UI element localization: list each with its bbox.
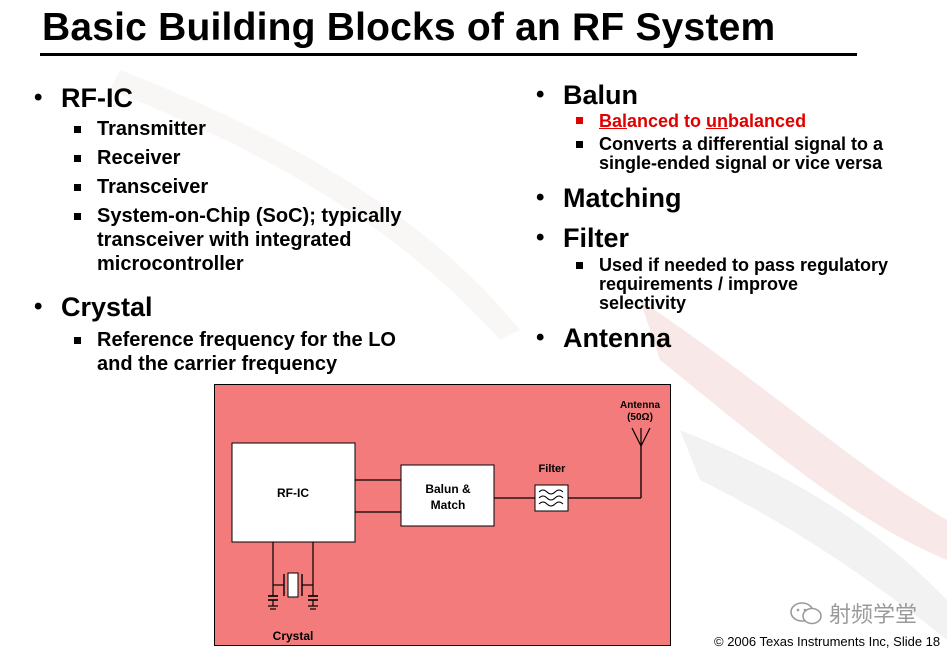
item-crystal-desc: Reference frequency for the LO and the c… (74, 328, 401, 376)
rf-system-diagram: RF-IC Balun & Match Filter Antenna (50Ω) (214, 384, 671, 646)
rf-ic-block-label: RF-IC (277, 486, 309, 500)
matching-heading: Matching (563, 183, 682, 213)
filter-heading: Filter (563, 223, 630, 253)
antenna-label-line1: Antenna (620, 400, 660, 411)
copyright-footer: © 2006 Texas Instruments Inc, Slide 18 (714, 634, 941, 649)
balun-block-label-line1: Balun & (425, 482, 471, 496)
title-underline (40, 53, 857, 56)
item-balun-description: Converts a differential signal to a sing… (576, 135, 888, 173)
bullet-square (74, 213, 81, 220)
bullet-rf-ic: • RF-IC (34, 83, 401, 113)
bullet-matching: • Matching (536, 183, 888, 213)
bullet-dot: • (536, 81, 545, 108)
capacitor-right-icon (308, 595, 318, 610)
slide-title: Basic Building Blocks of an RF System (42, 6, 776, 49)
balun-block-label-line2: Match (431, 498, 466, 512)
bullet-crystal: • Crystal (34, 292, 401, 322)
crystal-block-label: Crystal (273, 629, 314, 643)
item-transmitter: Transmitter (74, 117, 401, 141)
bullet-square (74, 126, 81, 133)
crystal-heading: Crystal (61, 292, 153, 322)
bullet-square (74, 337, 81, 344)
crystal-icon (283, 572, 303, 598)
bullet-square (576, 262, 583, 269)
antenna-label-line2: (50Ω) (627, 412, 653, 423)
bullet-square (74, 184, 81, 191)
watermark-text: 射频学堂 (829, 603, 918, 628)
balun-heading: Balun (563, 80, 639, 110)
bullet-square (74, 155, 81, 162)
watermark: 射频学堂 (789, 598, 917, 628)
bullet-dot: • (536, 224, 545, 251)
bullet-filter: • Filter (536, 223, 888, 253)
bullet-square (576, 141, 583, 148)
bullet-balun: • Balun (536, 80, 888, 110)
bullet-dot: • (536, 184, 545, 211)
item-receiver: Receiver (74, 146, 401, 170)
left-column: • RF-IC Transmitter Receiver Transceiver… (34, 83, 401, 376)
filter-icon (534, 484, 569, 512)
capacitor-left-icon (268, 595, 278, 610)
bullet-dot: • (34, 293, 43, 320)
item-filter-description: Used if needed to pass regulatory requir… (576, 256, 888, 313)
bullet-dot: • (34, 84, 43, 111)
antenna-heading: Antenna (563, 323, 671, 353)
item-balun-definition: Balanced to unbalanced (576, 111, 888, 132)
bullet-antenna: • Antenna (536, 323, 888, 353)
bullet-square (576, 117, 583, 124)
rf-ic-heading: RF-IC (61, 83, 133, 113)
filter-block-label: Filter (539, 463, 567, 475)
right-column: • Balun Balanced to unbalanced Converts … (536, 80, 888, 353)
wechat-logo-icon (790, 602, 822, 625)
balun-match-block (400, 464, 495, 527)
antenna-icon (631, 427, 651, 447)
item-soc: System-on-Chip (SoC); typically transcei… (74, 204, 401, 276)
bullet-dot: • (536, 324, 545, 351)
item-transceiver: Transceiver (74, 175, 401, 199)
rf-ic-block (231, 442, 356, 543)
